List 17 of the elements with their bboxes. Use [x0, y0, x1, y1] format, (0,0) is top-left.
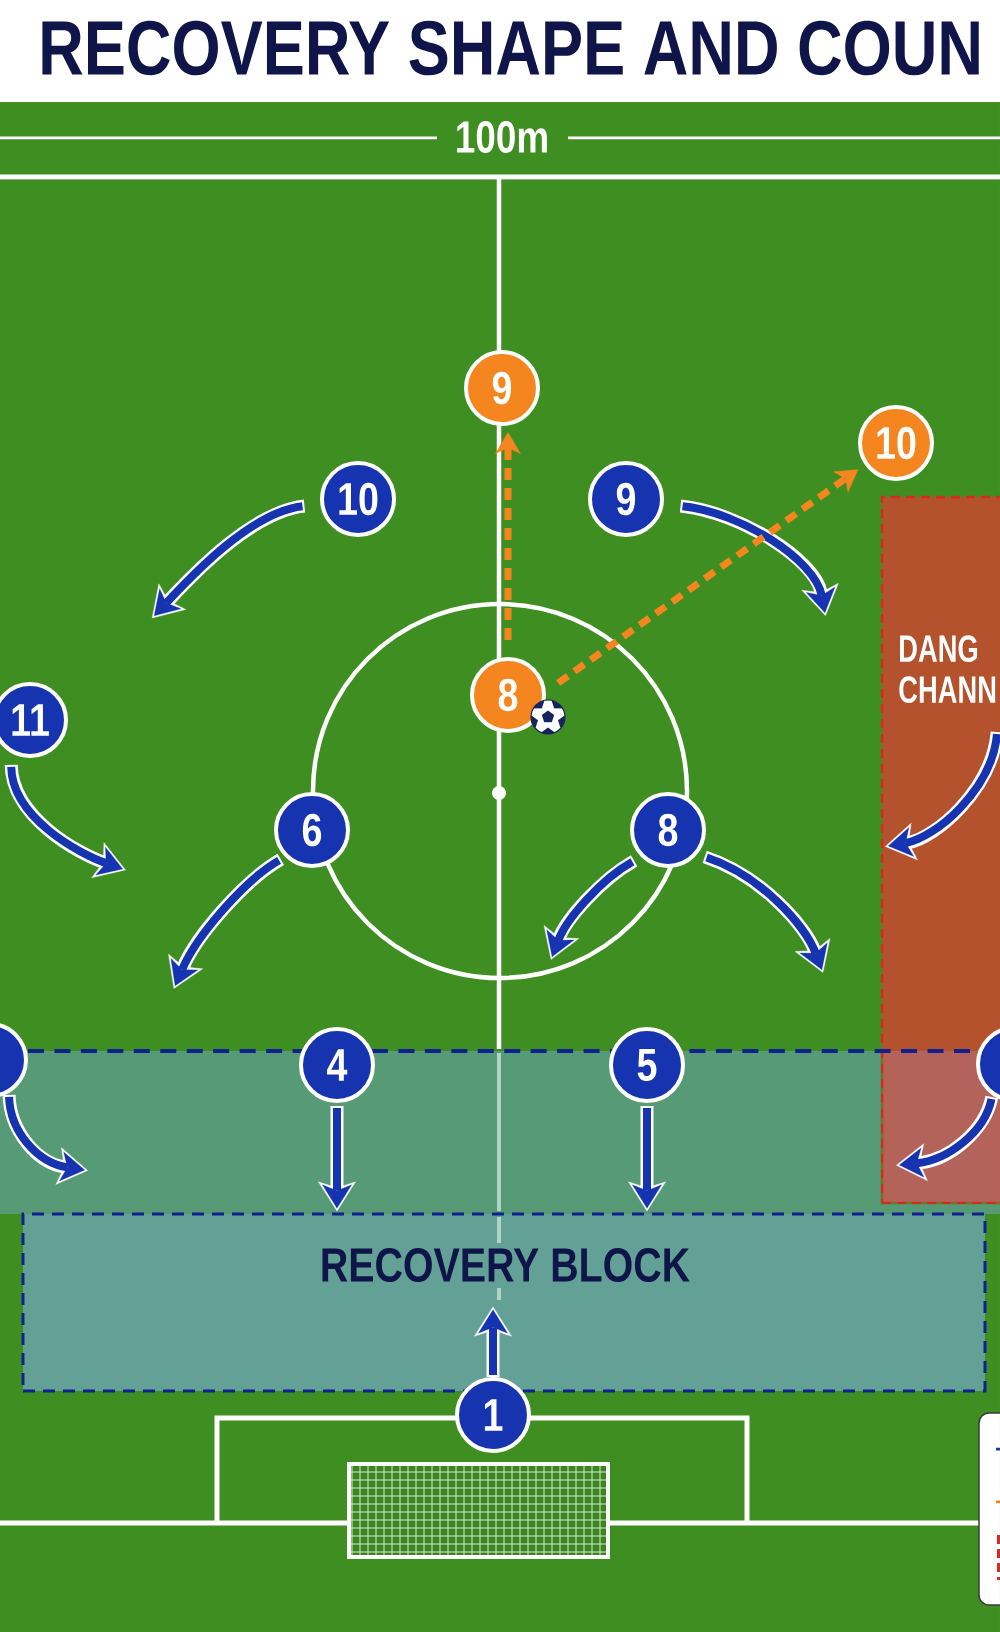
player-marker	[0, 1022, 28, 1098]
run-arrow	[543, 855, 638, 960]
run-arrow	[628, 1106, 666, 1212]
run-arrow	[679, 499, 839, 616]
recovery-zone: RECOVERY BLOCK	[21, 1212, 987, 1393]
run-arrow	[168, 853, 285, 989]
run-arrow	[896, 1095, 999, 1181]
run-arrow	[318, 1106, 356, 1212]
run-arrow	[152, 499, 306, 619]
player-marker	[976, 1026, 1000, 1102]
pass-arrow	[556, 469, 859, 686]
run-arrow	[4, 764, 126, 878]
run-arrow	[2, 1094, 88, 1185]
run-arrow	[474, 1306, 512, 1377]
run-arrow	[702, 850, 831, 973]
distance-label: 100m	[457, 121, 547, 153]
title: RECOVERY SHAPE AND COUN	[42, 20, 979, 76]
